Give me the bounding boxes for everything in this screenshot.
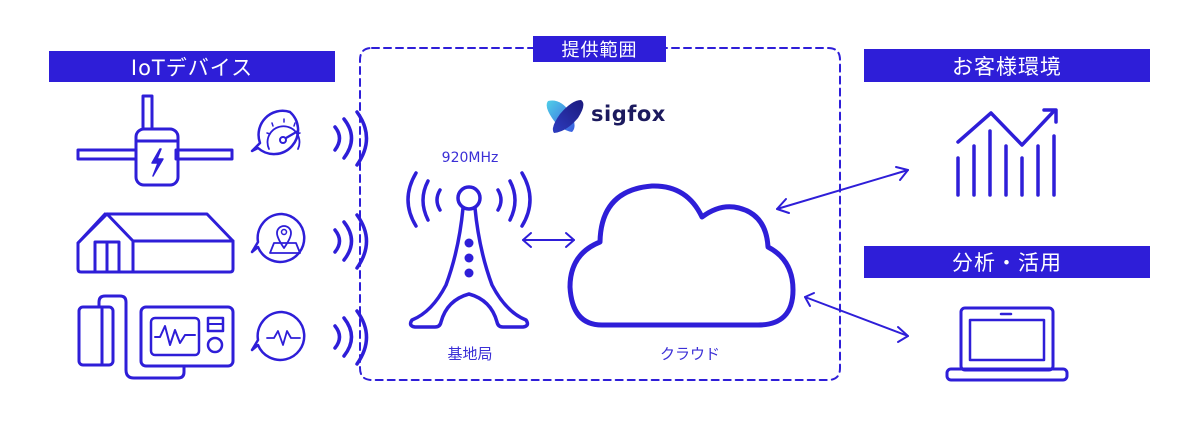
base-station-tower-icon bbox=[406, 171, 532, 329]
gauge-icon bbox=[250, 109, 301, 156]
map-pin-icon bbox=[250, 212, 306, 264]
cloud-label: クラウド bbox=[659, 345, 720, 363]
iot-devices-header: IoTデバイス bbox=[49, 51, 335, 82]
sigfox-logo-mark bbox=[546, 100, 584, 133]
building-icon bbox=[76, 212, 235, 274]
growth-chart-icon bbox=[956, 108, 1058, 197]
power-meter-device-icon bbox=[76, 94, 234, 187]
laptop-icon bbox=[945, 306, 1069, 382]
frequency-label: 920MHz bbox=[441, 150, 499, 166]
cloud-analysis-arrow bbox=[804, 292, 909, 343]
signal-waves-icon bbox=[333, 213, 369, 270]
analysis-utilization-header: 分析・活用 bbox=[864, 246, 1150, 278]
signal-waves-icon bbox=[333, 309, 369, 366]
heartbeat-icon bbox=[250, 310, 306, 362]
signal-waves-icon bbox=[333, 110, 369, 167]
base-station-label: 基地局 bbox=[447, 345, 493, 363]
scope-boundary bbox=[359, 47, 841, 381]
sigfox-wordmark: sigfox bbox=[591, 102, 666, 126]
scope-header: 提供範囲 bbox=[533, 36, 666, 62]
tower-cloud-arrow bbox=[522, 232, 575, 248]
medical-monitor-icon bbox=[77, 294, 235, 380]
customer-environment-header: お客様環境 bbox=[864, 49, 1150, 82]
cloud-icon bbox=[567, 183, 796, 328]
cloud-customer-arrow bbox=[776, 166, 909, 214]
